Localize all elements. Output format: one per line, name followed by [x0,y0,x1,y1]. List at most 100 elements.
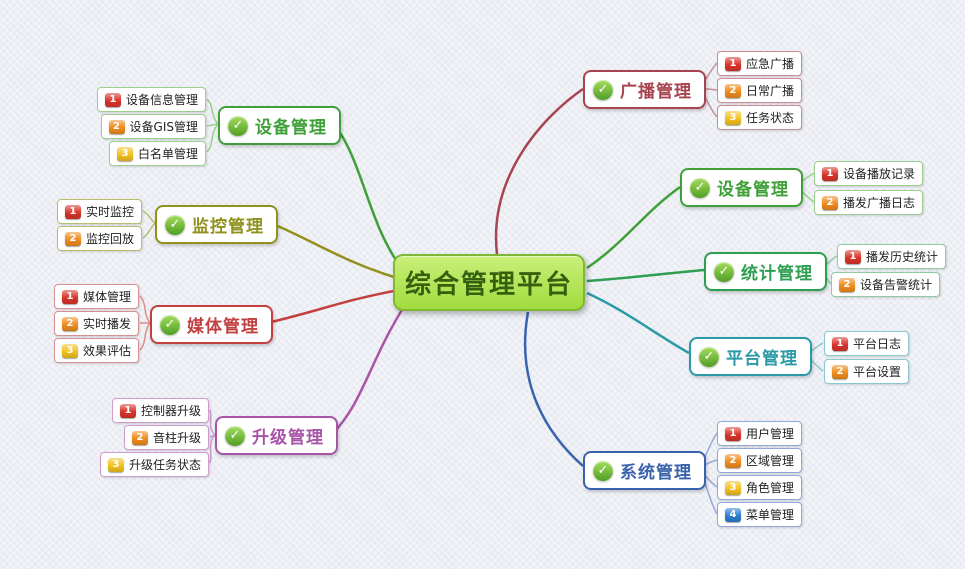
number-badge: 2 [64,231,81,246]
check-icon: ✓ [228,115,248,136]
child-node[interactable]: 1 媒体管理 [53,284,139,309]
branch-label: 系统管理 [620,463,692,483]
branch-node-upgrade-management[interactable]: ✓ 升级管理 [215,416,338,455]
check-icon: ✓ [160,314,180,335]
child-node[interactable]: 1 设备信息管理 [96,87,206,112]
child-label: 设备播放记录 [843,167,916,181]
branch-label: 设备管理 [255,118,327,138]
branch-node-broadcast-management[interactable]: ✓ 广播管理 [583,70,706,109]
branch-node-system-management[interactable]: ✓ 系统管理 [583,451,706,490]
child-label: 播发历史统计 [866,250,939,264]
number-badge: 1 [832,336,848,351]
branch-node-monitoring-management[interactable]: ✓ 监控管理 [155,205,278,244]
link-child [139,295,151,324]
child-node[interactable]: 2 音柱升级 [123,425,209,450]
child-node[interactable]: 3 效果评估 [53,338,139,363]
child-label: 媒体管理 [82,290,131,304]
link-monitoring-management [270,221,395,279]
check-icon: ✓ [714,261,734,282]
branch-label: 平台管理 [726,349,798,369]
branch-label: 设备管理 [717,180,789,200]
child-node[interactable]: 3 白名单管理 [108,141,206,166]
child-node[interactable]: 2 平台设置 [824,359,910,384]
branch-node-statistics-management[interactable]: ✓ 统计管理 [704,252,827,291]
link-device-management-left [333,123,400,264]
child-node[interactable]: 2 日常广播 [717,78,803,103]
check-icon: ✓ [165,214,185,235]
branch-node-media-management[interactable]: ✓ 媒体管理 [150,305,273,344]
check-icon: ✓ [690,177,710,198]
child-label: 应急广播 [746,57,795,71]
child-node[interactable]: 2 区域管理 [717,448,803,473]
number-badge: 1 [64,204,81,219]
number-badge: 2 [725,453,741,468]
number-badge: 3 [725,110,741,125]
child-node[interactable]: 1 平台日志 [824,331,910,356]
child-node[interactable]: 2 播发广播日志 [814,190,924,215]
child-label: 控制器升级 [140,404,201,418]
link-platform-management [586,291,690,355]
number-badge: 2 [108,119,125,134]
child-label: 菜单管理 [746,508,795,522]
child-label: 监控回放 [85,232,134,246]
child-label: 设备告警统计 [860,278,933,292]
link-child [142,222,156,239]
child-node[interactable]: 1 实时监控 [56,199,142,224]
child-node[interactable]: 1 应急广播 [717,51,803,76]
number-badge: 1 [119,403,136,418]
child-node[interactable]: 3 升级任务状态 [99,452,209,477]
child-node[interactable]: 2 监控回放 [56,226,142,251]
child-node[interactable]: 1 控制器升级 [111,398,209,423]
child-node[interactable]: 2 设备告警统计 [831,272,941,297]
child-label: 实时播发 [82,317,131,331]
child-label: 任务状态 [746,111,795,125]
number-badge: 2 [839,277,855,292]
child-node[interactable]: 3 任务状态 [717,105,803,130]
number-badge: 2 [822,195,838,210]
child-label: 平台日志 [853,337,902,351]
check-icon: ✓ [699,346,719,367]
child-label: 设备GIS管理 [129,120,198,134]
link-child [142,210,156,224]
center-node[interactable]: 综合管理平台 [393,254,585,311]
child-label: 区域管理 [746,454,795,468]
number-badge: 1 [725,56,741,71]
number-badge: 3 [61,343,78,358]
child-label: 设备信息管理 [125,93,198,107]
branch-node-device-management-left[interactable]: ✓ 设备管理 [218,106,341,145]
child-node[interactable]: 2 设备GIS管理 [100,114,206,139]
child-node[interactable]: 2 实时播发 [53,311,139,336]
branch-label: 媒体管理 [187,317,259,337]
number-badge: 2 [725,83,741,98]
child-label: 用户管理 [746,427,795,441]
check-icon: ✓ [225,425,245,446]
link-child [206,123,219,127]
number-badge: 1 [845,249,861,264]
child-node[interactable]: 1 设备播放记录 [814,161,924,186]
number-badge: 3 [107,457,124,472]
number-badge: 4 [725,507,741,522]
number-badge: 3 [725,480,741,495]
number-badge: 1 [104,92,121,107]
link-statistics-management [586,268,705,283]
child-node[interactable]: 1 播发历史统计 [837,244,947,269]
child-node[interactable]: 3 角色管理 [717,475,803,500]
child-node[interactable]: 4 菜单管理 [717,502,803,527]
child-label: 实时监控 [85,205,134,219]
child-node[interactable]: 1 用户管理 [717,421,803,446]
branch-node-device-management-right[interactable]: ✓ 设备管理 [680,168,803,207]
number-badge: 2 [832,364,848,379]
link-broadcast-management [494,87,584,255]
branch-label: 广播管理 [620,82,692,102]
link-media-management [266,289,395,325]
number-badge: 1 [725,426,741,441]
check-icon: ✓ [593,460,613,481]
child-label: 角色管理 [746,481,795,495]
child-label: 日常广播 [746,84,795,98]
child-label: 升级任务状态 [128,458,201,472]
number-badge: 3 [116,146,133,161]
number-badge: 1 [822,166,838,181]
branch-node-platform-management[interactable]: ✓ 平台管理 [689,337,812,376]
link-child [209,409,216,436]
